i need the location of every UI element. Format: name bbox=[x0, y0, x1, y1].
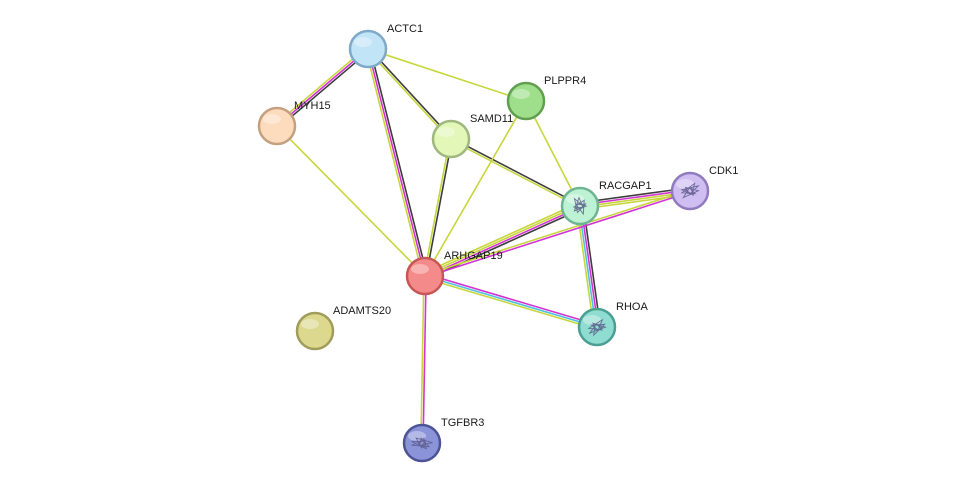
edge-evidence-line bbox=[424, 191, 692, 278]
edge-cdk1-arhgap19 bbox=[423, 189, 692, 278]
edge-evidence-line bbox=[366, 48, 451, 141]
edge-evidence-line bbox=[423, 189, 691, 276]
node-plppr4[interactable]: PLPPR4 bbox=[506, 75, 586, 121]
node-label: TGFBR3 bbox=[441, 417, 484, 429]
node-label: RACGAP1 bbox=[599, 180, 652, 192]
edge-evidence-line bbox=[450, 137, 582, 206]
edge-evidence-line bbox=[368, 47, 453, 140]
node-highlight bbox=[411, 264, 429, 274]
edge-actc1-samd11 bbox=[366, 47, 453, 141]
edge-evidence-line bbox=[365, 48, 424, 278]
edge-arhgap19-tgfbr3 bbox=[420, 275, 427, 444]
edge-evidence-line bbox=[274, 46, 368, 126]
node-rhoa[interactable]: RHOA bbox=[577, 301, 648, 347]
edge-evidence-line bbox=[449, 139, 581, 208]
node-circle[interactable] bbox=[295, 311, 335, 351]
node-samd11[interactable]: SAMD11 bbox=[431, 113, 513, 159]
node-circle[interactable] bbox=[402, 423, 442, 463]
node-highlight bbox=[437, 127, 455, 137]
edge-actc1-myh15 bbox=[274, 46, 371, 129]
node-label: ARHGAP19 bbox=[444, 250, 503, 262]
node-circle[interactable] bbox=[670, 171, 710, 211]
node-label: SAMD11 bbox=[470, 113, 513, 125]
edge-evidence-line bbox=[424, 275, 598, 328]
node-highlight bbox=[301, 319, 319, 329]
node-circle[interactable] bbox=[577, 307, 617, 347]
node-highlight bbox=[512, 89, 530, 99]
edge-plppr4-racgap1 bbox=[525, 100, 581, 207]
node-adamts20[interactable]: ADAMTS20 bbox=[295, 305, 391, 351]
edge-evidence-line bbox=[367, 48, 426, 277]
edge-evidence-line bbox=[424, 273, 599, 326]
edge-evidence-line bbox=[422, 275, 427, 444]
edge-myh15-arhgap19 bbox=[276, 125, 426, 277]
node-highlight bbox=[676, 179, 694, 189]
protein-structure-icon bbox=[587, 318, 607, 337]
edges-layer bbox=[274, 46, 692, 444]
edge-evidence-line bbox=[424, 206, 582, 278]
node-circle[interactable] bbox=[348, 29, 388, 69]
protein-structure-icon bbox=[572, 196, 588, 216]
edge-evidence-line bbox=[425, 208, 583, 280]
node-arhgap19[interactable]: ARHGAP19 bbox=[405, 250, 503, 296]
node-tgfbr3[interactable]: TGFBR3 bbox=[402, 417, 484, 463]
node-racgap1[interactable]: RACGAP1 bbox=[560, 180, 652, 226]
node-circle[interactable] bbox=[431, 119, 471, 159]
edge-evidence-line bbox=[423, 277, 598, 330]
node-label: RHOA bbox=[616, 301, 648, 313]
edge-evidence-line bbox=[424, 100, 527, 277]
node-cdk1[interactable]: CDK1 bbox=[670, 165, 738, 211]
node-label: MYH15 bbox=[294, 100, 331, 112]
edge-evidence-line bbox=[575, 205, 595, 329]
node-actc1[interactable]: ACTC1 bbox=[348, 23, 423, 69]
protein-structure-icon bbox=[680, 182, 700, 199]
edge-evidence-line bbox=[423, 204, 581, 276]
edge-evidence-line bbox=[425, 138, 453, 278]
edge-evidence-line bbox=[420, 275, 425, 444]
node-label: ACTC1 bbox=[387, 23, 423, 35]
edge-evidence-line bbox=[525, 100, 581, 207]
edge-actc1-plppr4 bbox=[367, 48, 527, 102]
node-label: PLPPR4 bbox=[544, 75, 586, 87]
node-circle[interactable] bbox=[405, 256, 445, 296]
edge-samd11-arhgap19 bbox=[423, 137, 453, 278]
node-circle[interactable] bbox=[257, 106, 297, 146]
node-label: CDK1 bbox=[709, 165, 738, 177]
node-highlight bbox=[354, 37, 372, 47]
edge-arhgap19-rhoa bbox=[423, 273, 599, 330]
node-label: ADAMTS20 bbox=[333, 305, 391, 317]
edge-racgap1-arhgap19 bbox=[422, 202, 583, 280]
edge-evidence-line bbox=[276, 48, 369, 127]
protein-structure-icon bbox=[411, 437, 433, 450]
edge-plppr4-arhgap19 bbox=[424, 100, 527, 277]
node-circle[interactable] bbox=[560, 186, 600, 226]
node-myh15[interactable]: MYH15 bbox=[257, 100, 331, 146]
edge-samd11-racgap1 bbox=[449, 137, 582, 208]
edge-actc1-arhgap19 bbox=[365, 47, 428, 278]
node-highlight bbox=[263, 114, 281, 124]
edge-evidence-line bbox=[367, 48, 527, 102]
edge-evidence-line bbox=[369, 47, 428, 277]
node-highlight bbox=[583, 315, 601, 325]
edge-evidence-line bbox=[276, 125, 426, 277]
edge-evidence-line bbox=[423, 137, 451, 277]
node-circle[interactable] bbox=[506, 81, 546, 121]
edge-evidence-line bbox=[277, 49, 371, 129]
edge-evidence-line bbox=[422, 202, 580, 274]
